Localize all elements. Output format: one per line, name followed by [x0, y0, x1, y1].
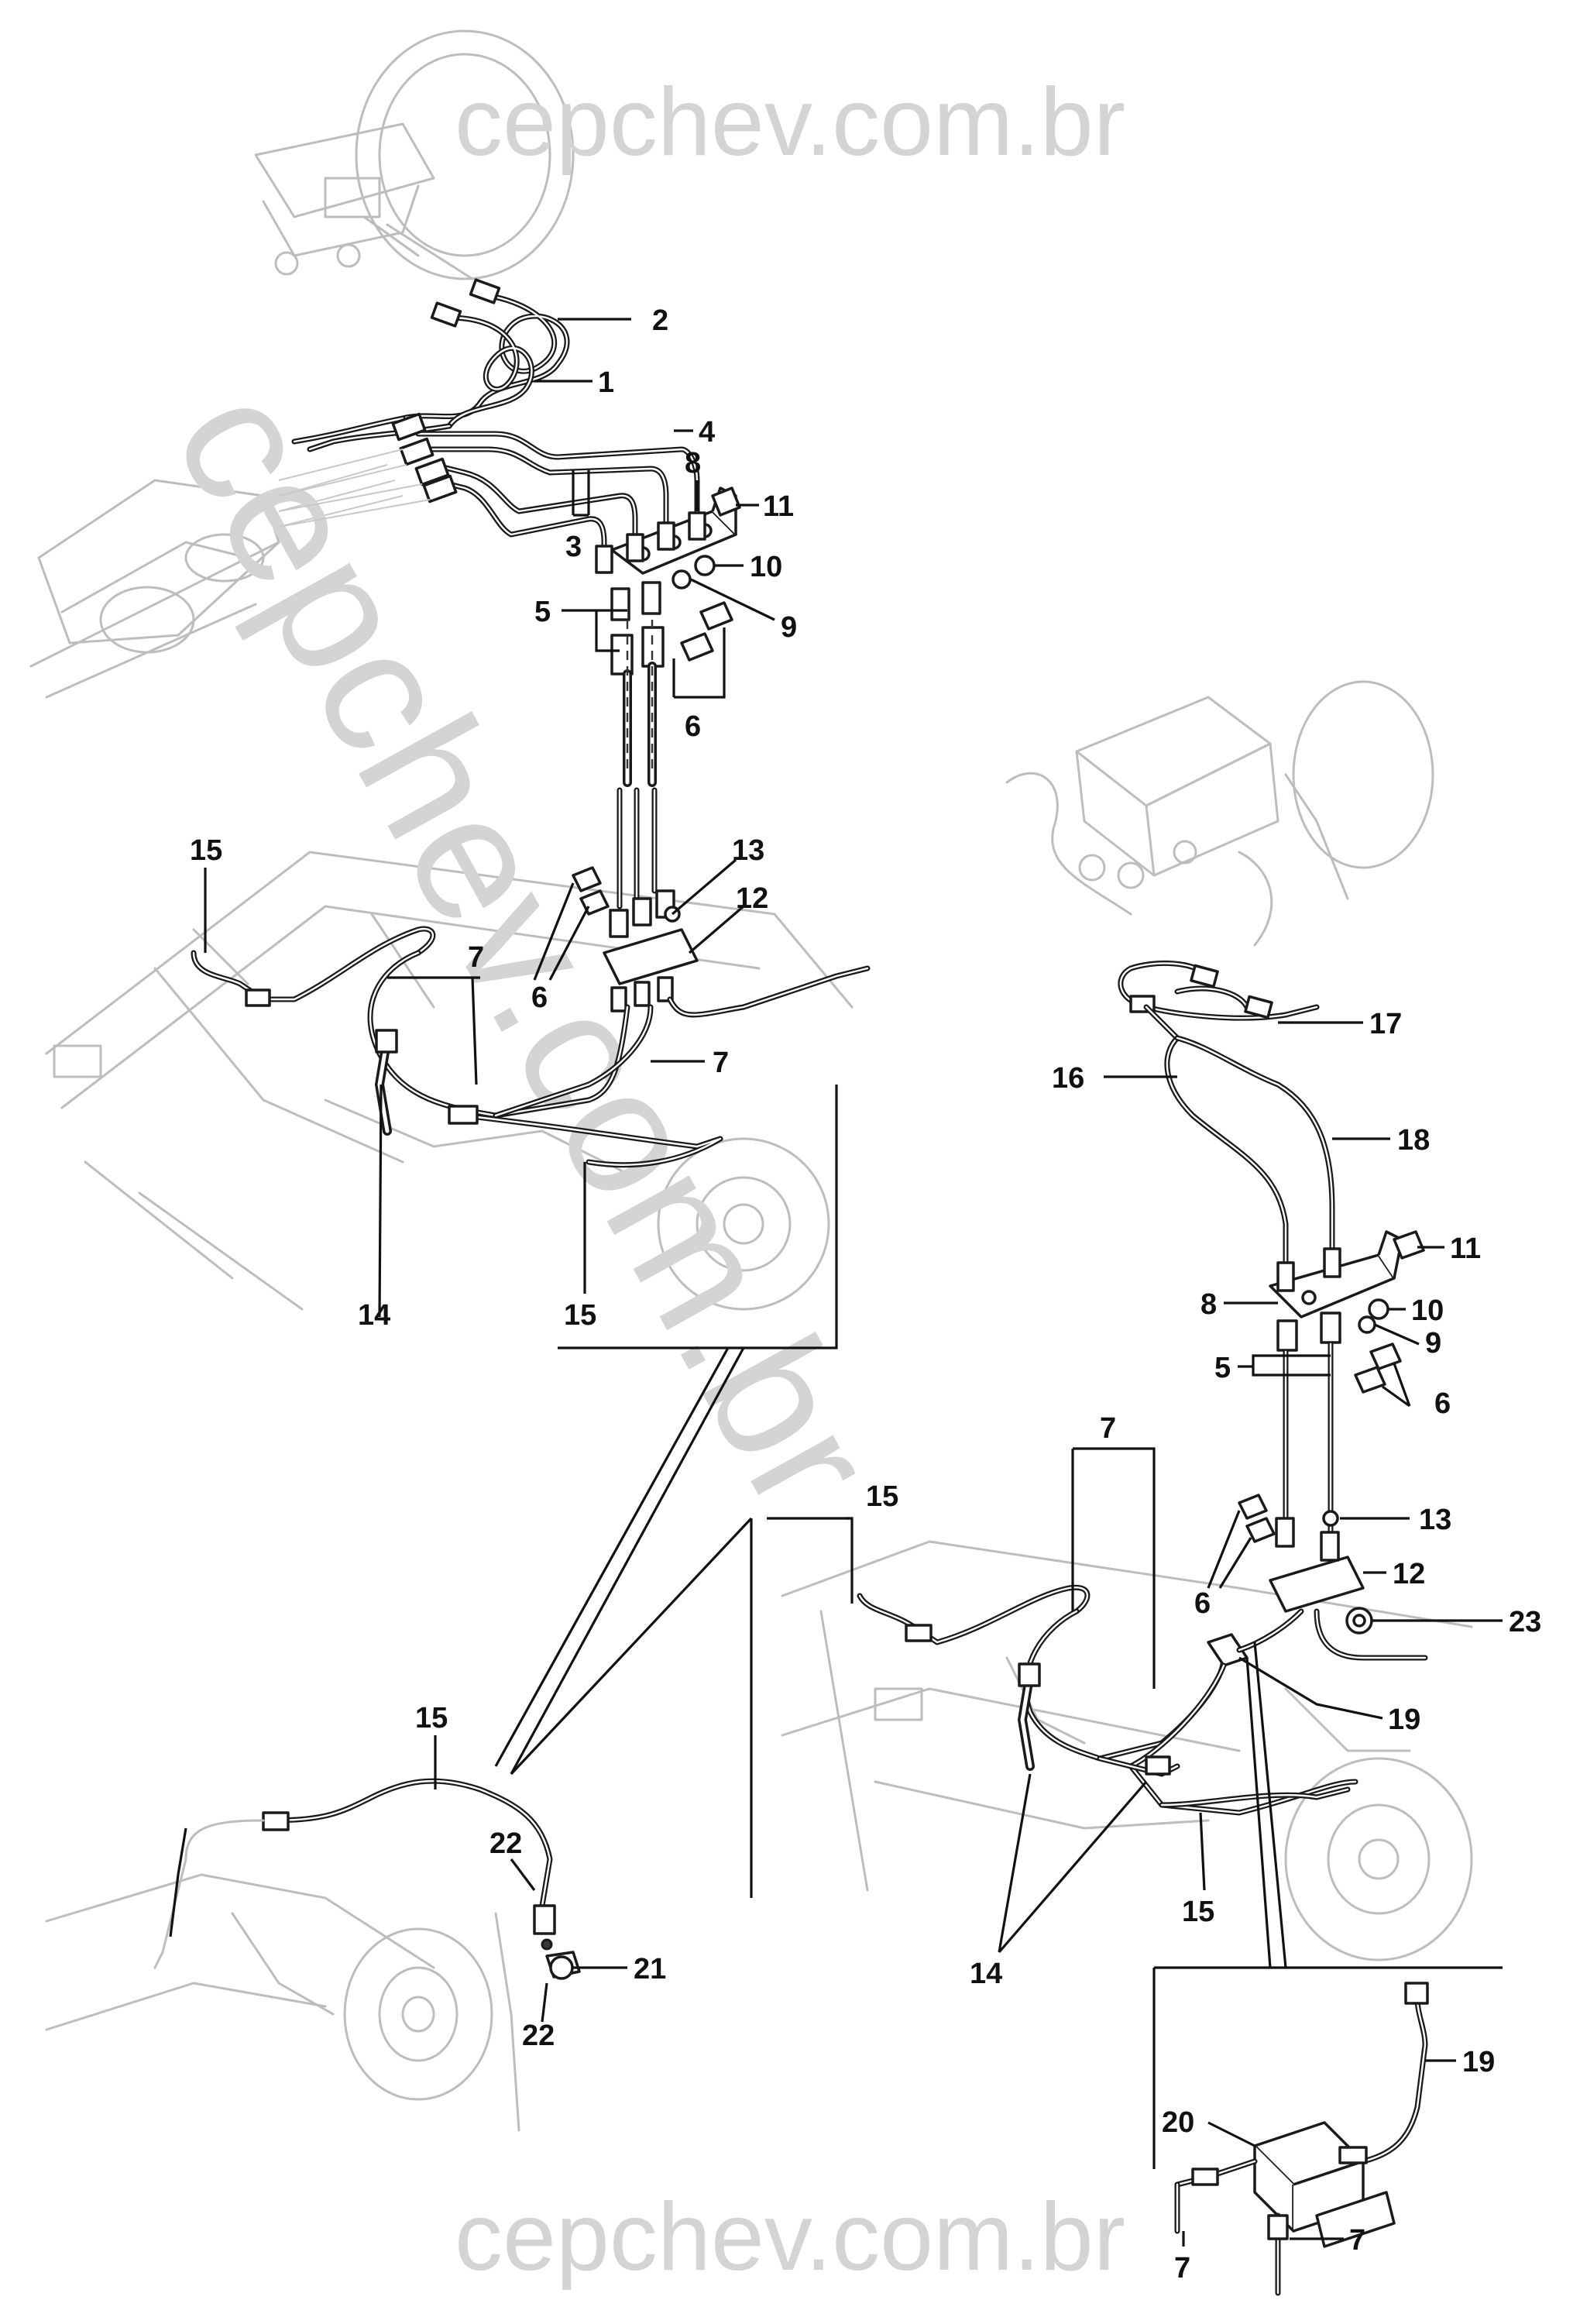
detail-junction-20: [1174, 1982, 1429, 2296]
ghost-wheel-detail: [45, 1873, 493, 2101]
callout-12: 12: [736, 882, 768, 915]
callout-7e: 7: [1349, 2224, 1365, 2257]
callout-labels: 2 1 4 8 11 3 10 5 9 6 13 12 6 7 7 15 14 …: [190, 304, 1541, 2284]
callout-10b: 10: [1411, 1294, 1444, 1327]
callout-23: 23: [1509, 1606, 1541, 1638]
callout-5: 5: [534, 596, 551, 628]
callout-6b: 6: [531, 982, 548, 1014]
callout-7c: 7: [1100, 1412, 1116, 1445]
callout-4: 4: [699, 416, 715, 449]
callout-14: 14: [358, 1299, 390, 1332]
callout-22: 22: [489, 1827, 522, 1860]
callout-12b: 12: [1393, 1558, 1425, 1590]
callout-11: 11: [763, 490, 794, 523]
callout-21: 21: [634, 1953, 666, 1985]
callout-3: 3: [565, 531, 582, 563]
callout-15e: 15: [415, 1702, 448, 1734]
callout-20: 20: [1162, 2106, 1194, 2139]
callout-18: 18: [1397, 1124, 1430, 1157]
callout-2: 2: [652, 304, 668, 337]
callout-17: 17: [1369, 1008, 1402, 1040]
detail-frames: [169, 1085, 1503, 2169]
callout-14b: 14: [970, 1958, 1002, 1990]
callout-15d: 15: [1182, 1896, 1214, 1928]
callout-16: 16: [1052, 1062, 1084, 1095]
leaders: [204, 318, 1503, 2247]
callout-1: 1: [598, 366, 614, 399]
callout-11b: 11: [1450, 1232, 1481, 1265]
callout-9: 9: [781, 611, 797, 644]
callout-13b: 13: [1419, 1504, 1451, 1536]
callout-9b: 9: [1425, 1327, 1441, 1360]
detail-line-15: [153, 1778, 581, 2132]
watermark-top: cepchev.com.br: [455, 69, 1125, 176]
top-left-brake-lines: [191, 278, 871, 1168]
callout-15: 15: [190, 834, 222, 867]
callout-5b: 5: [1214, 1352, 1231, 1384]
callout-13: 13: [732, 834, 764, 867]
callout-22b: 22: [522, 2020, 555, 2052]
callout-7: 7: [468, 941, 484, 974]
callout-6: 6: [685, 710, 701, 743]
callout-15c: 15: [866, 1480, 898, 1513]
callout-7b: 7: [713, 1047, 729, 1079]
callout-6c: 6: [1434, 1387, 1451, 1420]
callout-7d: 7: [1174, 2252, 1190, 2284]
ghost-master-cylinder-right: [1005, 680, 1434, 947]
callout-19b: 19: [1462, 2046, 1495, 2078]
callout-19: 19: [1388, 1703, 1420, 1736]
ghost-frame-left: [45, 851, 854, 1311]
ghost-booster-top: [254, 29, 575, 280]
callout-8: 8: [685, 447, 701, 480]
callout-10: 10: [750, 551, 782, 583]
callout-6d: 6: [1194, 1587, 1211, 1620]
right-brake-lines: [857, 961, 1428, 1816]
callout-8b: 8: [1200, 1288, 1217, 1321]
callout-15b: 15: [564, 1299, 596, 1332]
watermark-bottom: cepchev.com.br: [455, 2184, 1125, 2291]
